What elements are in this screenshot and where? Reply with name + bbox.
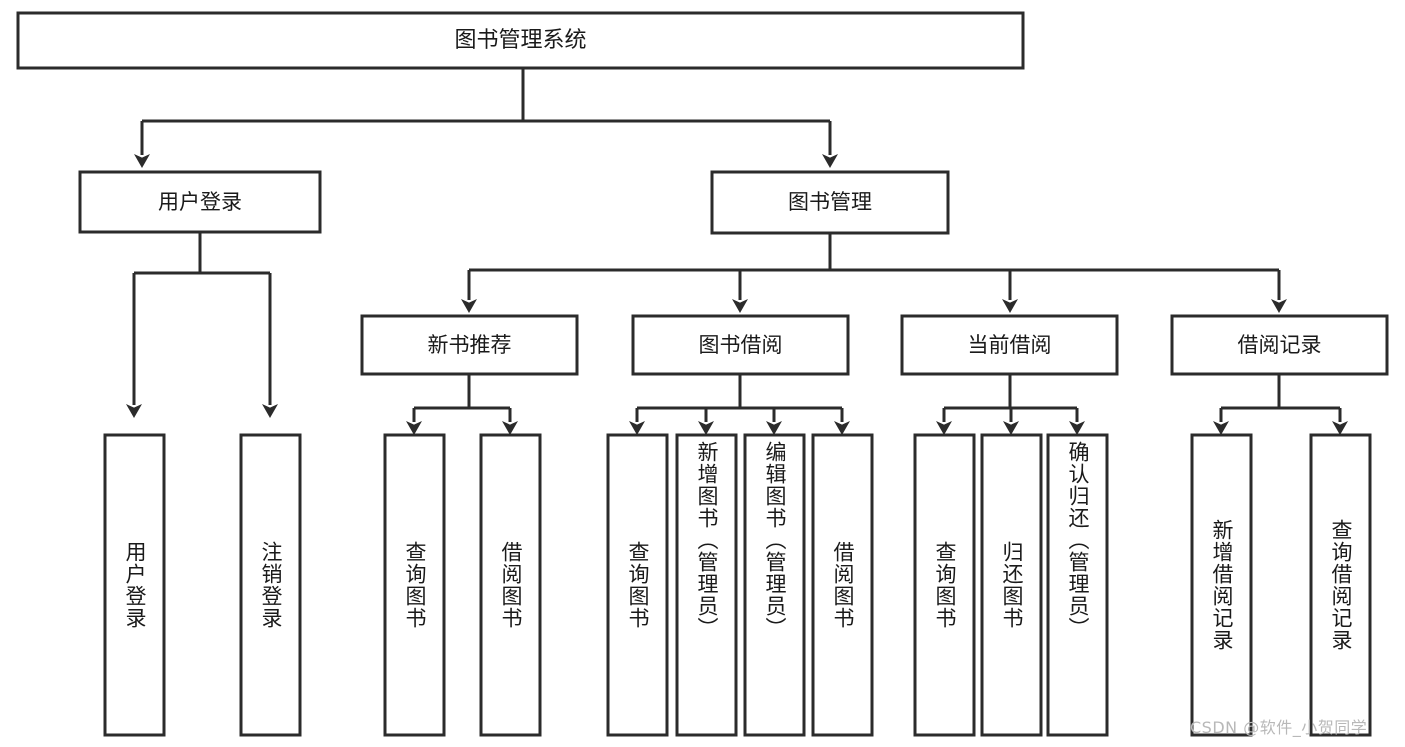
leaf-box-new-book-2[interactable] — [479, 433, 542, 737]
leaf-box-borrow-book-1[interactable] — [606, 433, 669, 737]
leaf-box-borrow-book-3[interactable] — [743, 433, 806, 737]
node-user-login-box[interactable] — [78, 170, 322, 234]
node-current-borrow-box[interactable] — [900, 314, 1119, 376]
leaf-box-current-borrow-1[interactable] — [913, 433, 976, 737]
leaf-box-user-login-1[interactable] — [103, 433, 166, 737]
node-borrow-book-box[interactable] — [631, 314, 850, 376]
leaf-box-new-book-1[interactable] — [383, 433, 446, 737]
leaf-box-current-borrow-3[interactable] — [1046, 433, 1109, 737]
node-new-book-box[interactable] — [360, 314, 579, 376]
leaf-box-borrow-record-1[interactable] — [1190, 433, 1253, 737]
leaf-box-borrow-record-2[interactable] — [1309, 433, 1372, 737]
leaf-box-borrow-book-2[interactable] — [675, 433, 738, 737]
node-root-box[interactable] — [16, 11, 1025, 70]
node-book-manage-box[interactable] — [710, 170, 950, 235]
leaf-box-current-borrow-2[interactable] — [980, 433, 1043, 737]
leaf-box-user-login-2[interactable] — [239, 433, 302, 737]
leaf-box-borrow-book-4[interactable] — [811, 433, 874, 737]
node-borrow-record-box[interactable] — [1170, 314, 1389, 376]
watermark-text: CSDN @软件_小贺同学 — [1190, 718, 1368, 737]
